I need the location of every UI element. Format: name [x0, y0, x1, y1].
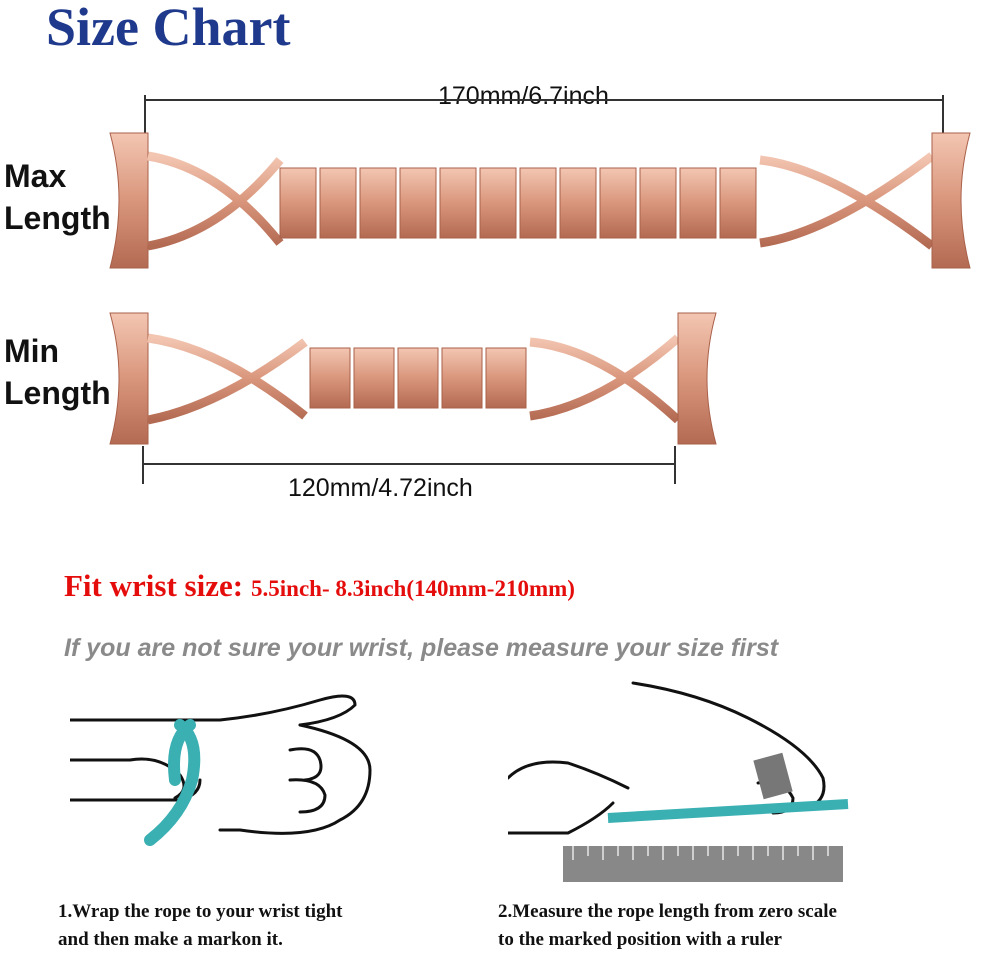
wrap-wrist-illustration: [70, 694, 372, 846]
fit-value: 5.5inch- 8.3inch(140mm-210mm): [251, 576, 575, 601]
min-length-label: Min Length: [4, 330, 111, 414]
max-label-line2: Length: [4, 200, 111, 236]
ruler-measure-illustration: [508, 681, 849, 882]
min-dimension-line: [142, 446, 676, 484]
min-measurement: 120mm/4.72inch: [288, 474, 473, 502]
max-label-line1: Max: [4, 158, 67, 194]
max-dimension-line: [144, 95, 944, 135]
fit-label: Fit wrist size:: [64, 568, 244, 603]
step-2-line2: to the marked position with a ruler: [498, 929, 782, 950]
measure-note: If you are not sure your wrist, please m…: [64, 634, 779, 662]
max-length-label: Max Length: [4, 155, 111, 239]
step-1-line2: and then make a markon it.: [58, 929, 283, 950]
max-measurement: 170mm/6.7inch: [438, 82, 609, 110]
fit-wrist-size: Fit wrist size: 5.5inch- 8.3inch(140mm-21…: [64, 568, 575, 604]
min-label-line1: Min: [4, 333, 60, 369]
step-1-line1: 1.Wrap the rope to your wrist tight: [58, 901, 343, 922]
min-label-line2: Length: [4, 375, 111, 411]
page-title: Size Chart: [46, 0, 291, 57]
step-2-caption: 2.Measure the rope length from zero scal…: [498, 898, 837, 954]
step-2-line1: 2.Measure the rope length from zero scal…: [498, 901, 837, 922]
min-watch-band-image: [109, 312, 717, 445]
step-1-caption: 1.Wrap the rope to your wrist tight and …: [58, 898, 342, 954]
max-watch-band-image: [109, 132, 971, 269]
